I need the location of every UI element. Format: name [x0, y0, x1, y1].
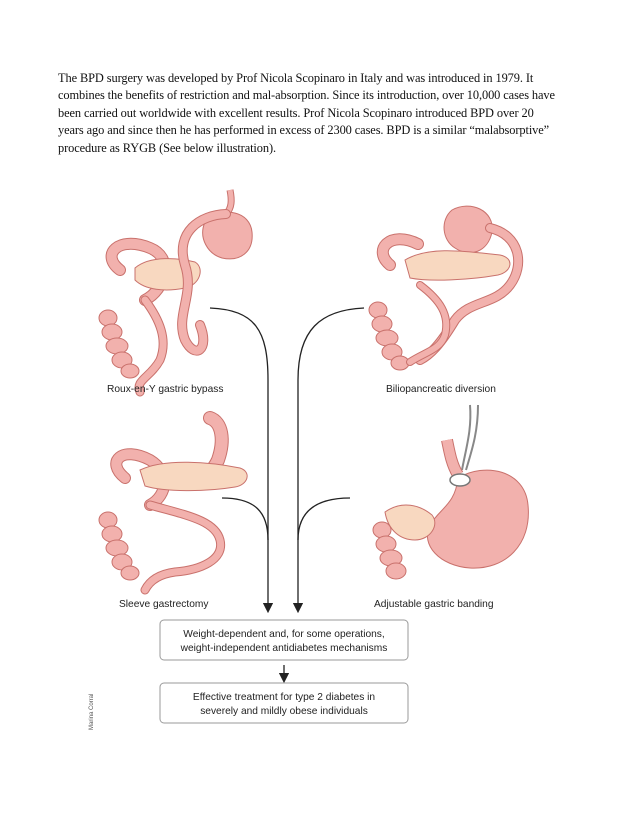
intro-paragraph: The BPD surgery was developed by Prof Ni… — [58, 71, 555, 155]
treatment-line-1: Effective treatment for type 2 diabetes … — [193, 692, 375, 703]
illustrator-credit: Marina Corral — [89, 694, 95, 730]
sleeve-illustration — [98, 411, 248, 595]
label-banding: Adjustable gastric banding — [374, 599, 494, 610]
bpd-illustration — [368, 205, 524, 371]
treatment-line-2: severely and mildly obese individuals — [200, 706, 368, 717]
mechanisms-line-2: weight-independent antidiabetes mechanis… — [180, 643, 388, 654]
treatment-box: Effective treatment for type 2 diabetes … — [159, 682, 409, 724]
label-bpd: Biliopancreatic diversion — [386, 384, 496, 395]
mechanisms-line-1: Weight-dependent and, for some operation… — [183, 629, 384, 640]
mechanisms-box: Weight-dependent and, for some operation… — [159, 619, 409, 661]
banding-illustration — [372, 404, 529, 580]
label-rygb: Roux-en-Y gastric bypass — [107, 384, 223, 395]
converging-arrows — [209, 307, 365, 614]
label-sleeve: Sleeve gastrectomy — [119, 599, 209, 610]
rygb-illustration — [98, 189, 253, 397]
